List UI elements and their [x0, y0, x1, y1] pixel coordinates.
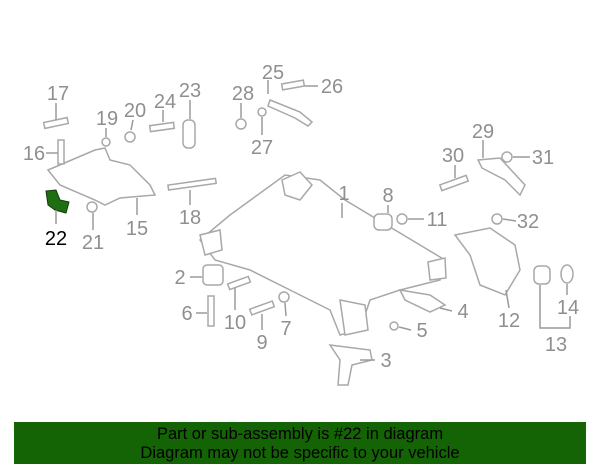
callout-16: 16	[23, 143, 45, 165]
callout-5: 5	[416, 320, 427, 342]
callout-8: 8	[382, 185, 393, 207]
callout-1: 1	[338, 183, 349, 205]
callout-labels: 1 2 3 4 5 6 7 8 9 10 11 12 13 14 15 16 1…	[23, 62, 579, 372]
callout-14: 14	[557, 297, 579, 319]
callout-11: 11	[427, 209, 448, 231]
callout-6: 6	[181, 303, 192, 325]
callout-17: 17	[47, 83, 69, 105]
callout-23: 23	[179, 80, 201, 102]
callout-7: 7	[280, 318, 291, 340]
callout-18: 18	[179, 207, 201, 229]
callout-9: 9	[256, 332, 267, 354]
small-parts	[42, 79, 574, 386]
diagram-notice-banner: Part or sub-assembly is #22 in diagram D…	[14, 422, 586, 464]
callout-20: 20	[124, 100, 146, 122]
notice-line-2: Diagram may not be specific to your vehi…	[140, 444, 460, 462]
callout-29: 29	[472, 121, 494, 143]
callout-21: 21	[82, 232, 104, 254]
callout-31: 31	[532, 147, 554, 169]
part-22-highlighted	[45, 189, 70, 214]
callout-2: 2	[174, 267, 185, 289]
callout-15: 15	[126, 218, 148, 240]
callout-4: 4	[457, 301, 468, 323]
callout-22: 22	[45, 228, 67, 250]
callout-12: 12	[498, 310, 520, 332]
notice-line-1: Part or sub-assembly is #22 in diagram	[156, 425, 444, 443]
subframe-crossmember	[198, 171, 447, 336]
callout-28: 28	[232, 83, 254, 105]
callout-10: 10	[224, 312, 246, 334]
leader-lines	[46, 80, 571, 361]
callout-27: 27	[251, 137, 273, 159]
callout-13: 13	[545, 334, 567, 356]
callout-19: 19	[96, 108, 118, 130]
callout-32: 32	[517, 211, 539, 233]
callout-30: 30	[442, 145, 464, 167]
callout-24: 24	[154, 91, 176, 113]
lower-control-arm	[46, 147, 157, 206]
callout-26: 26	[321, 76, 343, 98]
callout-25: 25	[262, 62, 284, 84]
callout-3: 3	[380, 350, 391, 372]
